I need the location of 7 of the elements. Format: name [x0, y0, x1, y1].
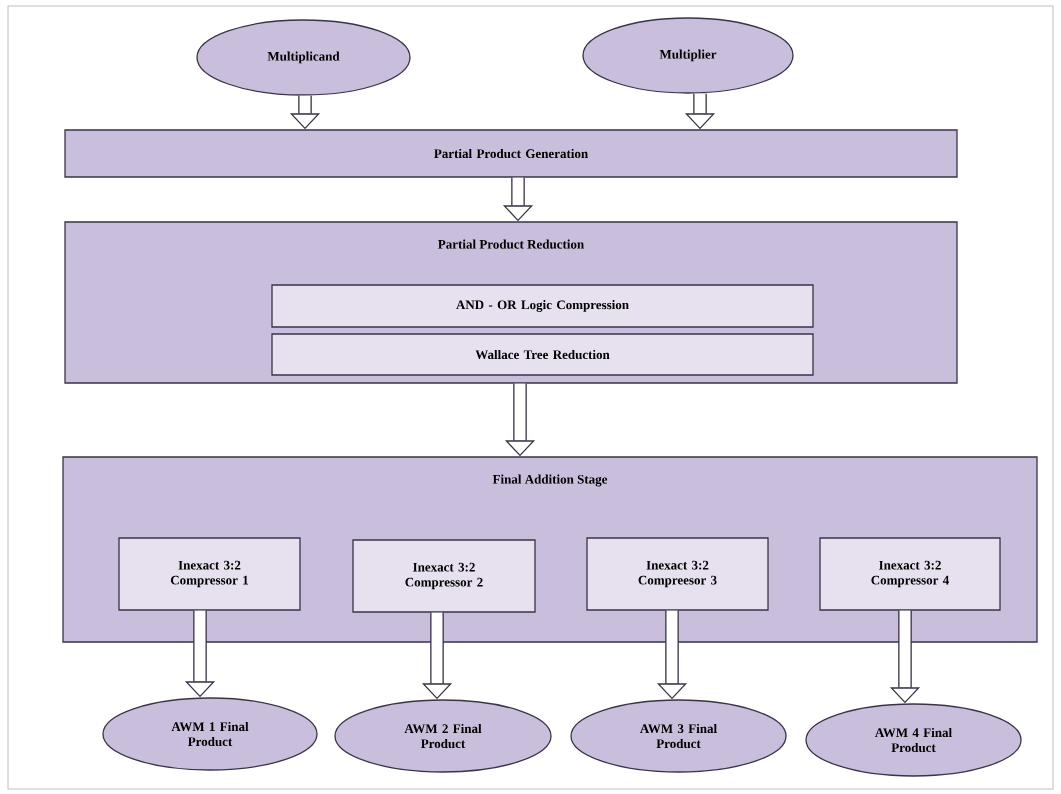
- process-box: AND - OR Logic Compression: [271, 284, 814, 328]
- process-box: Inexact 3:2 Compressor 4: [819, 537, 1001, 611]
- process-box: Inexact 3:2 Compressor 2: [352, 539, 536, 613]
- process-box: Wallace Tree Reduction: [271, 333, 814, 376]
- process-box: Inexact 3:2 Compreesor 3: [586, 537, 769, 611]
- process-box: Partial Product Generation: [64, 129, 958, 178]
- process-box: Inexact 3:2 Compressor 1: [118, 537, 301, 611]
